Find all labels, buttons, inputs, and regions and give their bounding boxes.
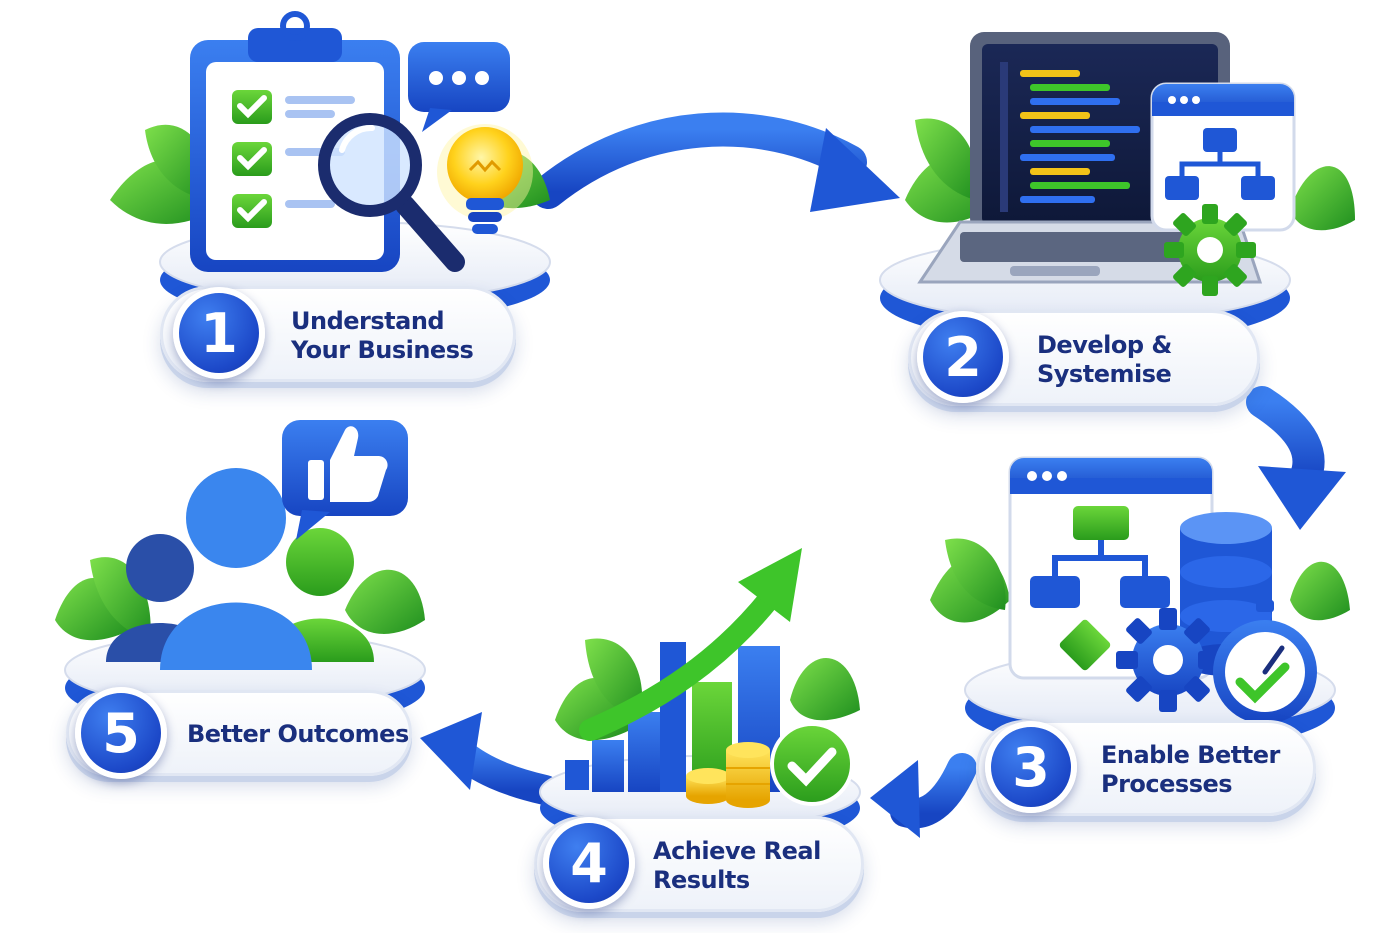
step-4-title-line-2: Results — [653, 866, 750, 894]
arrow-3-to-4 — [870, 753, 977, 838]
step2-art — [879, 32, 1355, 344]
arrow-4-to-5 — [420, 712, 560, 805]
step-3-number-badge: 3 — [985, 721, 1077, 813]
step-2-number: 2 — [944, 325, 982, 389]
gear-icon — [1116, 608, 1220, 712]
step-4-title: Achieve Real Results — [653, 837, 821, 895]
check-circle-icon — [770, 722, 854, 806]
step-2-label: 2 Develop & Systemise — [908, 310, 1260, 406]
step-1-label: 1 Understand Your Business — [160, 286, 516, 382]
step4-art — [539, 548, 861, 848]
step-4-number: 4 — [570, 831, 608, 895]
step-2-number-badge: 2 — [917, 311, 1009, 403]
step5-art — [55, 420, 426, 730]
people-group-icon — [106, 468, 374, 670]
gear-icon — [1164, 204, 1256, 296]
step-1-title-line-2: Your Business — [291, 336, 474, 364]
step-1-title: Understand Your Business — [291, 307, 474, 365]
magnifier-icon — [318, 113, 465, 272]
clipboard-checklist-icon — [190, 11, 400, 272]
arrow-2-to-3 — [1246, 386, 1346, 530]
step-3-title: Enable Better Processes — [1101, 741, 1280, 799]
step-5-label: 5 Better Outcomes — [66, 687, 412, 779]
step-3-title-line-1: Enable Better — [1101, 741, 1280, 769]
step-2-title-line-2: Systemise — [1037, 360, 1172, 388]
step-4-number-badge: 4 — [543, 817, 635, 909]
step-3-label: 3 Enable Better Processes — [976, 720, 1316, 816]
chat-bubble-icon — [408, 42, 510, 132]
step1-art — [110, 11, 551, 322]
coins-icon — [686, 742, 770, 808]
step-2-title: Develop & Systemise — [1037, 331, 1172, 389]
step-1-number-badge: 1 — [173, 287, 265, 379]
flowchart-window-icon — [1150, 82, 1296, 232]
step-3-title-line-2: Processes — [1101, 770, 1233, 798]
step-1-number: 1 — [200, 301, 238, 365]
arrow-1-to-2 — [531, 112, 900, 212]
step-2-title-line-1: Develop & — [1037, 331, 1172, 359]
step3-art — [930, 456, 1350, 752]
step-5-title: Better Outcomes — [187, 720, 409, 749]
step-3-number: 3 — [1012, 735, 1050, 799]
step-5-number: 5 — [102, 701, 140, 765]
step-5-number-badge: 5 — [75, 687, 167, 779]
step-5-title-line-1: Better Outcomes — [187, 720, 409, 748]
step-4-label: 4 Achieve Real Results — [534, 816, 864, 912]
stopwatch-check-icon — [1213, 600, 1317, 724]
step-1-title-line-1: Understand — [291, 307, 445, 335]
thumbs-up-icon — [282, 420, 408, 540]
step-4-title-line-1: Achieve Real — [653, 837, 821, 865]
lightbulb-icon — [437, 124, 533, 234]
